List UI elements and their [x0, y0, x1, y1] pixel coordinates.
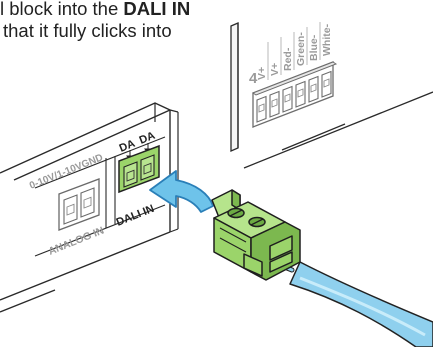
pin-label-separators	[267, 22, 321, 80]
label-dali-da-1: DA	[118, 138, 137, 155]
label-gnd: GND	[80, 152, 105, 171]
caption-line-1-text: l block into the	[0, 0, 124, 19]
dali-in-socket	[118, 144, 160, 194]
label-dali-da-2: DA	[138, 130, 157, 147]
label-dali-in: DALI IN	[115, 203, 156, 229]
caption-line-1: l block into the DALI IN	[0, 0, 300, 20]
right-panel-bottom-line	[281, 123, 346, 151]
cable-highlight	[299, 276, 426, 337]
dali-plug-connector	[211, 189, 301, 281]
insert-direction-arrow	[149, 170, 214, 213]
analog-in-socket	[58, 178, 100, 231]
label-analog-in: ANALOG IN	[47, 225, 106, 258]
six-pin-terminal-block	[251, 61, 338, 128]
left-connector-panel: 0-10V/1-10V GND DA DA ANALOG IN DALI IN	[0, 102, 179, 313]
pin-label-red: Red-	[282, 47, 294, 71]
caption-line-2: that it fully clicks into	[3, 20, 172, 41]
terminal-pin-labels: V+ V+ Red- Green- Blue- White-	[256, 23, 333, 80]
pin-label-green: Green-	[295, 32, 307, 66]
pin-label-white: White-	[321, 23, 333, 56]
pin-label-blue: Blue-	[308, 34, 320, 61]
panel-bottom-edge	[0, 231, 171, 301]
panel-top-edge	[0, 102, 172, 181]
pin-label-v-plus-2: V+	[269, 63, 281, 76]
pin-label-v-plus-1: V+	[256, 67, 268, 80]
right-device-panel: 4 V+ V+ Red- Green- Blue- White-	[230, 22, 433, 169]
terminal-number-4: 4	[249, 70, 258, 87]
instruction-caption: l block into the DALI IN that it fully c…	[0, 0, 300, 42]
right-panel-edge	[230, 22, 239, 152]
right-panel-lower-line	[243, 91, 433, 169]
caption-dali-in-bold: DALI IN	[123, 0, 191, 19]
